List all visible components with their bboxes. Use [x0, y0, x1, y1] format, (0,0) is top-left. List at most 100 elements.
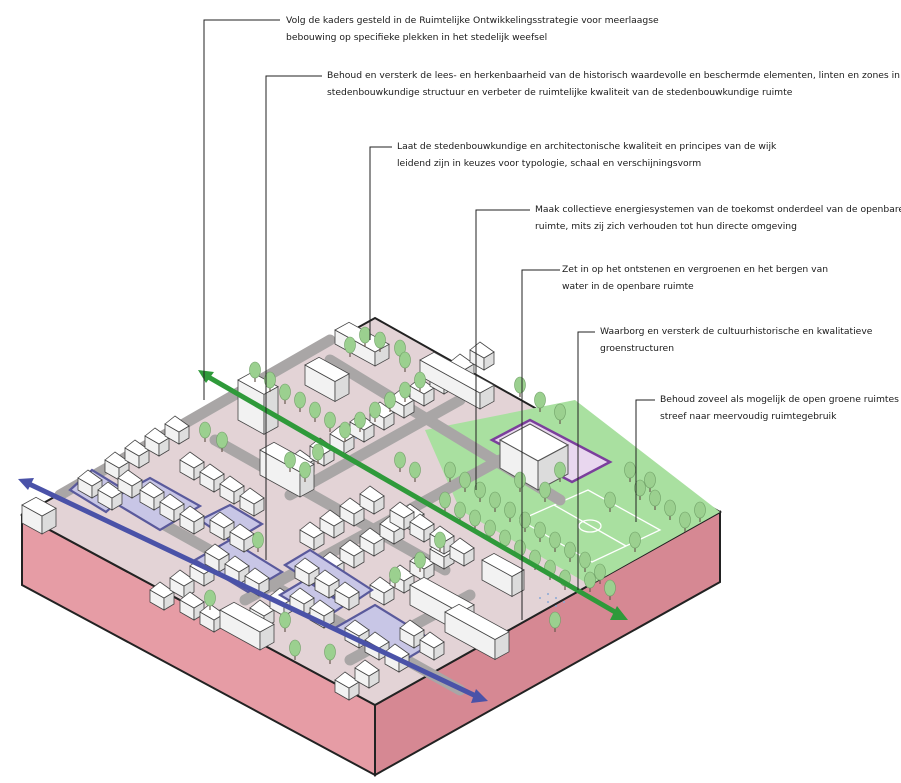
- heritage-house: [97, 481, 123, 511]
- callout-architectural-quality: Laat de stedenbouwkundige en architecton…: [397, 138, 776, 172]
- tree: [454, 501, 466, 522]
- tree: [312, 443, 324, 464]
- tree: [594, 563, 606, 584]
- house: [449, 537, 475, 567]
- tree: [199, 421, 211, 442]
- callout-text: streef naar meervoudig ruimtegebruik: [660, 411, 837, 422]
- tree: [299, 461, 311, 482]
- tree: [539, 481, 551, 502]
- callout-open-green-spaces: Behoud zoveel als mogelijk de open groen…: [660, 391, 901, 425]
- callout-text: stedenbouwkundige structuur en verbeter …: [327, 87, 793, 98]
- callout-text: ruimte, mits zij zich verhouden tot hun …: [535, 221, 797, 232]
- tree: [434, 531, 446, 552]
- callout-text: bebouwing op specifieke plekken in het s…: [286, 32, 548, 43]
- callout-green-structures: Waarborg en versterk de cultuurhistorisc…: [600, 323, 872, 357]
- tree: [694, 501, 706, 522]
- trees: [199, 326, 706, 664]
- tree: [204, 589, 216, 610]
- apartment-block: [304, 356, 350, 403]
- tree: [649, 489, 661, 510]
- tree: [554, 403, 566, 424]
- tree: [604, 491, 616, 512]
- tree: [549, 531, 561, 552]
- house: [469, 341, 495, 371]
- tree: [604, 579, 616, 600]
- callout-multilayer-development: Volg de kaders gesteld in de Ruimtelijke…: [286, 12, 659, 46]
- apartment-block: [219, 601, 275, 651]
- tree: [644, 471, 656, 492]
- green-corridor-arrow: [198, 370, 628, 620]
- apartment-block: [444, 603, 510, 661]
- tree: [399, 351, 411, 372]
- apartment-block: [481, 552, 525, 598]
- tree: [339, 421, 351, 442]
- tree: [394, 451, 406, 472]
- heritage-house: [419, 631, 445, 661]
- tree: [284, 451, 296, 472]
- tree: [324, 643, 336, 664]
- tree: [444, 461, 456, 482]
- tree: [252, 531, 264, 552]
- house: [199, 463, 225, 493]
- house: [124, 439, 150, 469]
- house: [359, 527, 385, 557]
- tree: [504, 501, 516, 522]
- callout-text: Behoud zoveel als mogelijk de open groen…: [660, 394, 901, 405]
- tree: [374, 331, 386, 352]
- tree: [354, 411, 366, 432]
- tree: [414, 371, 426, 392]
- house: [334, 671, 360, 701]
- callout-greening-water: Zet in op het ontstenen en vergroenen en…: [562, 261, 828, 295]
- heritage-house: [229, 523, 255, 553]
- callout-text: leidend zijn in keuzes voor typologie, s…: [397, 158, 702, 169]
- tree: [414, 551, 426, 572]
- heritage-house: [209, 511, 235, 541]
- leader-lines: [203, 19, 655, 620]
- callout-energy-systems: Maak collectieve energiesystemen van de …: [535, 201, 901, 235]
- heritage-house: [179, 505, 205, 535]
- tree: [279, 383, 291, 404]
- callout-text: Volg de kaders gesteld in de Ruimtelijke…: [286, 15, 659, 26]
- callout-text: Laat de stedenbouwkundige en architecton…: [397, 141, 777, 152]
- tree: [484, 519, 496, 540]
- house: [149, 581, 175, 611]
- callout-text: Behoud en versterk de lees- en herkenbaa…: [327, 70, 901, 81]
- tree: [554, 461, 566, 482]
- heritage-house: [77, 469, 103, 499]
- tree: [359, 326, 371, 347]
- tree: [344, 336, 356, 357]
- house: [164, 415, 190, 445]
- callout-text: Maak collectieve energiesystemen van de …: [535, 204, 901, 215]
- tree: [579, 551, 591, 572]
- tree: [664, 499, 676, 520]
- tree: [679, 511, 691, 532]
- apartment-block: [237, 371, 279, 435]
- blue-corridor-arrow: [18, 478, 488, 703]
- tree: [324, 411, 336, 432]
- tree: [514, 376, 526, 397]
- tree: [469, 509, 481, 530]
- tree: [216, 431, 228, 452]
- house: [339, 539, 365, 569]
- tree: [629, 531, 641, 552]
- callout-text: water in de openbare ruimte: [562, 281, 694, 292]
- tree: [459, 471, 471, 492]
- tree: [399, 381, 411, 402]
- tree: [264, 371, 276, 392]
- tree: [369, 401, 381, 422]
- callout-text: groenstructuren: [600, 343, 675, 354]
- tree: [384, 391, 396, 412]
- tree: [279, 611, 291, 632]
- tree: [409, 461, 421, 482]
- tree: [564, 541, 576, 562]
- callout-text: Waarborg en versterk de cultuurhistorisc…: [600, 326, 873, 337]
- house: [239, 487, 265, 517]
- tree: [474, 481, 486, 502]
- tree: [549, 611, 561, 632]
- callout-text: Zet in op het ontstenen en vergroenen en…: [562, 264, 829, 275]
- house: [359, 485, 385, 515]
- tree: [534, 521, 546, 542]
- green-zone: [425, 400, 720, 585]
- heritage-house: [334, 581, 360, 611]
